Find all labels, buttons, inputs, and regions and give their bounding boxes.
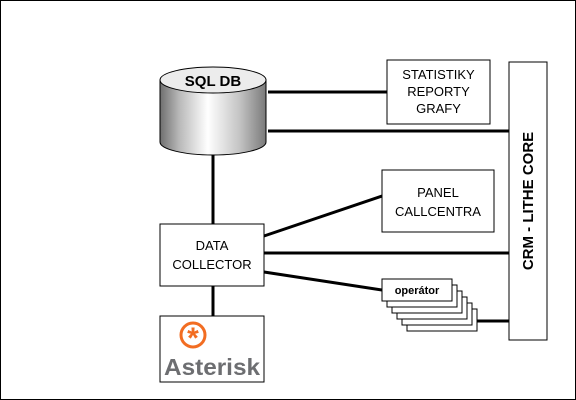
panel-line-2: CALLCENTRA <box>395 204 481 219</box>
connector-collector-panel <box>263 194 383 238</box>
stats-line-3: GRAFY <box>416 101 461 116</box>
stats-box: STATISTIKY REPORTY GRAFY <box>386 59 491 125</box>
collector-line-1: DATA <box>196 238 229 253</box>
operator-label: operátor <box>395 285 440 297</box>
crm-core-label: CRM - LITHE CORE <box>520 132 537 270</box>
asterisk-wordmark: Asterisk <box>164 354 260 380</box>
stats-line-2: REPORTY <box>407 84 470 99</box>
crm-core-box: CRM - LITHE CORE <box>508 61 548 341</box>
operator-card <box>381 278 453 302</box>
panel-line-1: PANEL <box>417 185 459 200</box>
cylinder-body <box>159 79 267 156</box>
asterisk-icon: * <box>179 321 207 355</box>
cylinder-top <box>159 66 267 94</box>
sql-db-cylinder: SQL DB <box>159 66 267 156</box>
connector-collector-operators <box>263 270 383 292</box>
asterisk-logo-box: * Asterisk <box>159 315 265 383</box>
svg-text:*: * <box>187 322 199 355</box>
connectors <box>211 90 509 323</box>
collector-line-2: COLLECTOR <box>172 257 251 272</box>
stats-line-1: STATISTIKY <box>402 67 475 82</box>
panel-box: PANEL CALLCENTRA <box>381 169 495 233</box>
operator-stack: operátor <box>381 278 478 332</box>
sql-db-label: SQL DB <box>185 73 242 90</box>
data-collector-box: DATA COLLECTOR <box>159 223 265 287</box>
